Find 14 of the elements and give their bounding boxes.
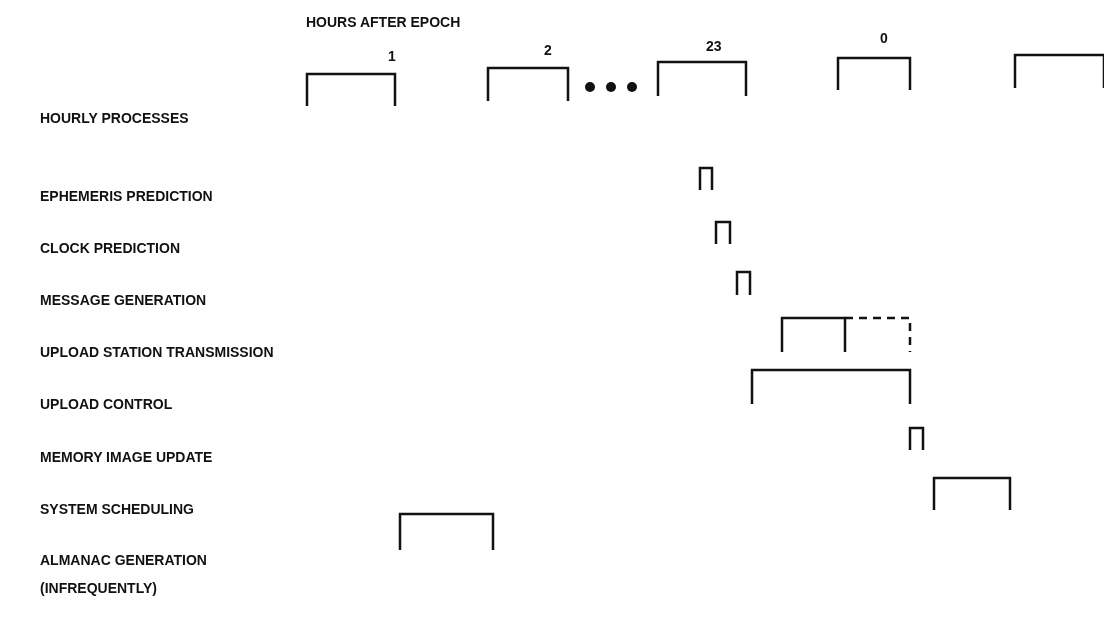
row-label: MEMORY IMAGE UPDATE xyxy=(40,448,213,467)
hour-number: 2 xyxy=(544,41,552,60)
row-label: CLOCK PREDICTION xyxy=(40,239,180,258)
row-label: MESSAGE GENERATION xyxy=(40,291,207,310)
hour-number: 23 xyxy=(706,37,722,56)
row-label: UPLOAD STATION TRANSMISSION xyxy=(40,343,274,362)
row-label: SYSTEM SCHEDULING xyxy=(40,500,194,519)
row-label: ALMANAC GENERATION (INFREQUENTLY) xyxy=(40,551,208,598)
row-label: UPLOAD CONTROL xyxy=(40,395,173,414)
hour-number: 0 xyxy=(880,29,888,48)
row-label: HOURLY PROCESSES xyxy=(40,109,189,128)
row-label: EPHEMERIS PREDICTION xyxy=(40,187,213,206)
axis-title: HOURS AFTER EPOCH xyxy=(306,13,461,32)
hour-number: 1 xyxy=(388,47,396,66)
